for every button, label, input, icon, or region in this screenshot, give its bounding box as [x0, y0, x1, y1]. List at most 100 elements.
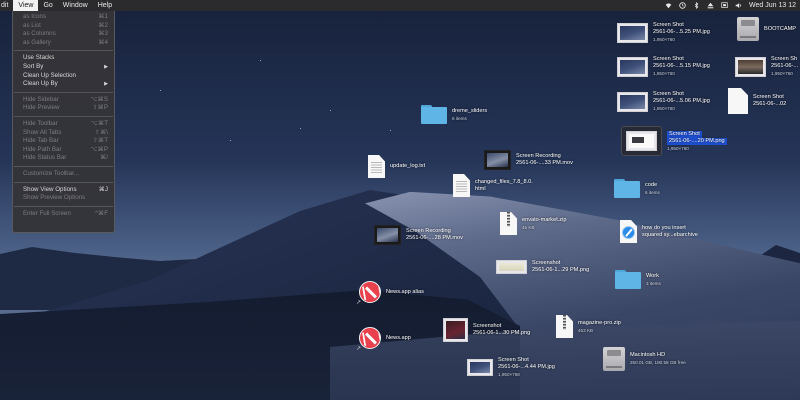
- menu-item-label: Use Stacks: [23, 54, 55, 62]
- menu-item-as-gallery[interactable]: as Gallery⌘4: [13, 39, 114, 48]
- menu-item-label: Hide Tab Bar: [23, 137, 59, 145]
- menu-view[interactable]: View: [13, 0, 39, 11]
- volume-icon[interactable]: [735, 2, 742, 9]
- desktop-item-update-log[interactable]: update_log.txt: [368, 155, 425, 178]
- desktop-item-changed-files[interactable]: changed_files_7.8_8.0.html: [453, 174, 533, 197]
- menu-item-hide-toolbar[interactable]: Hide Toolbar⌥⌘T: [13, 120, 114, 129]
- menu-item-shortcut: ⌘2: [98, 21, 108, 29]
- menu-item-shortcut: ⌘4: [98, 38, 108, 46]
- alias-arrow-icon: ↗: [356, 300, 362, 306]
- desktop-item-bootcamp[interactable]: BOOTCAMP: [737, 17, 796, 41]
- menu-item-hide-preview[interactable]: Hide Preview⇧⌘P: [13, 104, 114, 113]
- menu-item-shortcut: ⌘3: [98, 30, 108, 38]
- menu-item-as-icons[interactable]: as Icons⌘1: [13, 13, 114, 22]
- menubar-clock[interactable]: Wed Jun 13 12: [749, 2, 796, 9]
- hard-disk-icon: [737, 17, 759, 41]
- menu-window[interactable]: Window: [62, 2, 88, 9]
- safari-webarchive-icon: [620, 220, 637, 243]
- image-thumbnail-icon: [626, 131, 657, 151]
- menu-item-sort-by[interactable]: Sort By▶: [13, 63, 114, 72]
- desktop-item-news-app[interactable]: ↗ News.app: [356, 327, 411, 352]
- menu-separator: [14, 115, 113, 117]
- menu-item-enter-full-screen[interactable]: Enter Full Screen^⌘F: [13, 210, 114, 219]
- eject-icon[interactable]: [707, 2, 714, 9]
- news-app-icon: [359, 281, 381, 303]
- menu-item-label: Hide Toolbar: [23, 119, 58, 127]
- menu-item-shortcut: ⇧⌘T: [92, 137, 108, 145]
- menu-item-hide-path-bar[interactable]: Hide Path Bar⌥⌘P: [13, 146, 114, 155]
- display-icon[interactable]: [721, 2, 728, 9]
- menu-item-label: Customize Toolbar...: [23, 169, 79, 177]
- menu-item-show-view-options[interactable]: Show View Options ⌘J: [13, 186, 114, 195]
- menu-item-shortcut: ⇧⌘\: [94, 128, 108, 136]
- menu-item-shortcut: ^⌘F: [95, 209, 108, 217]
- menu-edit[interactable]: dit: [1, 2, 9, 9]
- menu-item-as-columns[interactable]: as Columns⌘3: [13, 30, 114, 39]
- selection-highlight: [621, 126, 662, 156]
- menu-item-show-preview-options[interactable]: Show Preview Options: [13, 194, 114, 203]
- menu-separator: [14, 205, 113, 207]
- menu-item-clean-up-by[interactable]: Clean Up By▶: [13, 80, 114, 89]
- news-app-icon: [359, 327, 381, 349]
- menu-item-customize-toolbar[interactable]: Customize Toolbar...: [13, 170, 114, 179]
- hard-disk-icon: [603, 347, 625, 371]
- wifi-icon[interactable]: [665, 2, 672, 9]
- menu-item-label: Clean Up By: [23, 80, 58, 88]
- menu-item-clean-up-selection[interactable]: Clean Up Selection: [13, 72, 114, 81]
- menu-item-label: Show View Options: [23, 185, 77, 193]
- menu-item-shortcut: ⌥⌘P: [90, 145, 108, 153]
- desktop-item-label: changed_files_7.8_8.0.html: [475, 178, 533, 192]
- menu-item-hide-status-bar[interactable]: Hide Status Bar⌘/: [13, 154, 114, 163]
- bluetooth-icon[interactable]: [693, 2, 700, 9]
- desktop-item-label: News.app: [386, 334, 411, 341]
- zip-archive-icon: [556, 315, 573, 338]
- alias-arrow-icon: ↗: [356, 346, 362, 352]
- menu-item-label: Hide Preview: [23, 104, 60, 112]
- menu-item-hide-sidebar[interactable]: Hide Sidebar⌥⌘S: [13, 96, 114, 105]
- menu-help[interactable]: Help: [97, 2, 113, 9]
- text-document-icon: [368, 155, 385, 178]
- html-document-icon: [453, 174, 470, 197]
- menu-item-show-all-tabs[interactable]: Show All Tabs⇧⌘\: [13, 129, 114, 138]
- menu-separator: [14, 165, 113, 167]
- desktop-item-news-alias[interactable]: ↗ News.app alias: [356, 281, 424, 306]
- time-machine-icon[interactable]: [679, 2, 686, 9]
- menu-item-shortcut: ⌘J: [98, 185, 108, 193]
- menu-item-use-stacks[interactable]: Use Stacks: [13, 54, 114, 63]
- menu-separator: [14, 91, 113, 93]
- submenu-arrow-icon: ▶: [104, 63, 108, 70]
- menu-go[interactable]: Go: [43, 2, 53, 9]
- menu-item-hide-tab-bar[interactable]: Hide Tab Bar ⇧⌘T: [13, 137, 114, 146]
- menu-separator: [14, 181, 113, 183]
- menu-item-label: Show Preview Options: [23, 194, 86, 202]
- image-thumbnail-icon: [496, 260, 527, 274]
- menu-item-as-list[interactable]: as List⌘2: [13, 22, 114, 31]
